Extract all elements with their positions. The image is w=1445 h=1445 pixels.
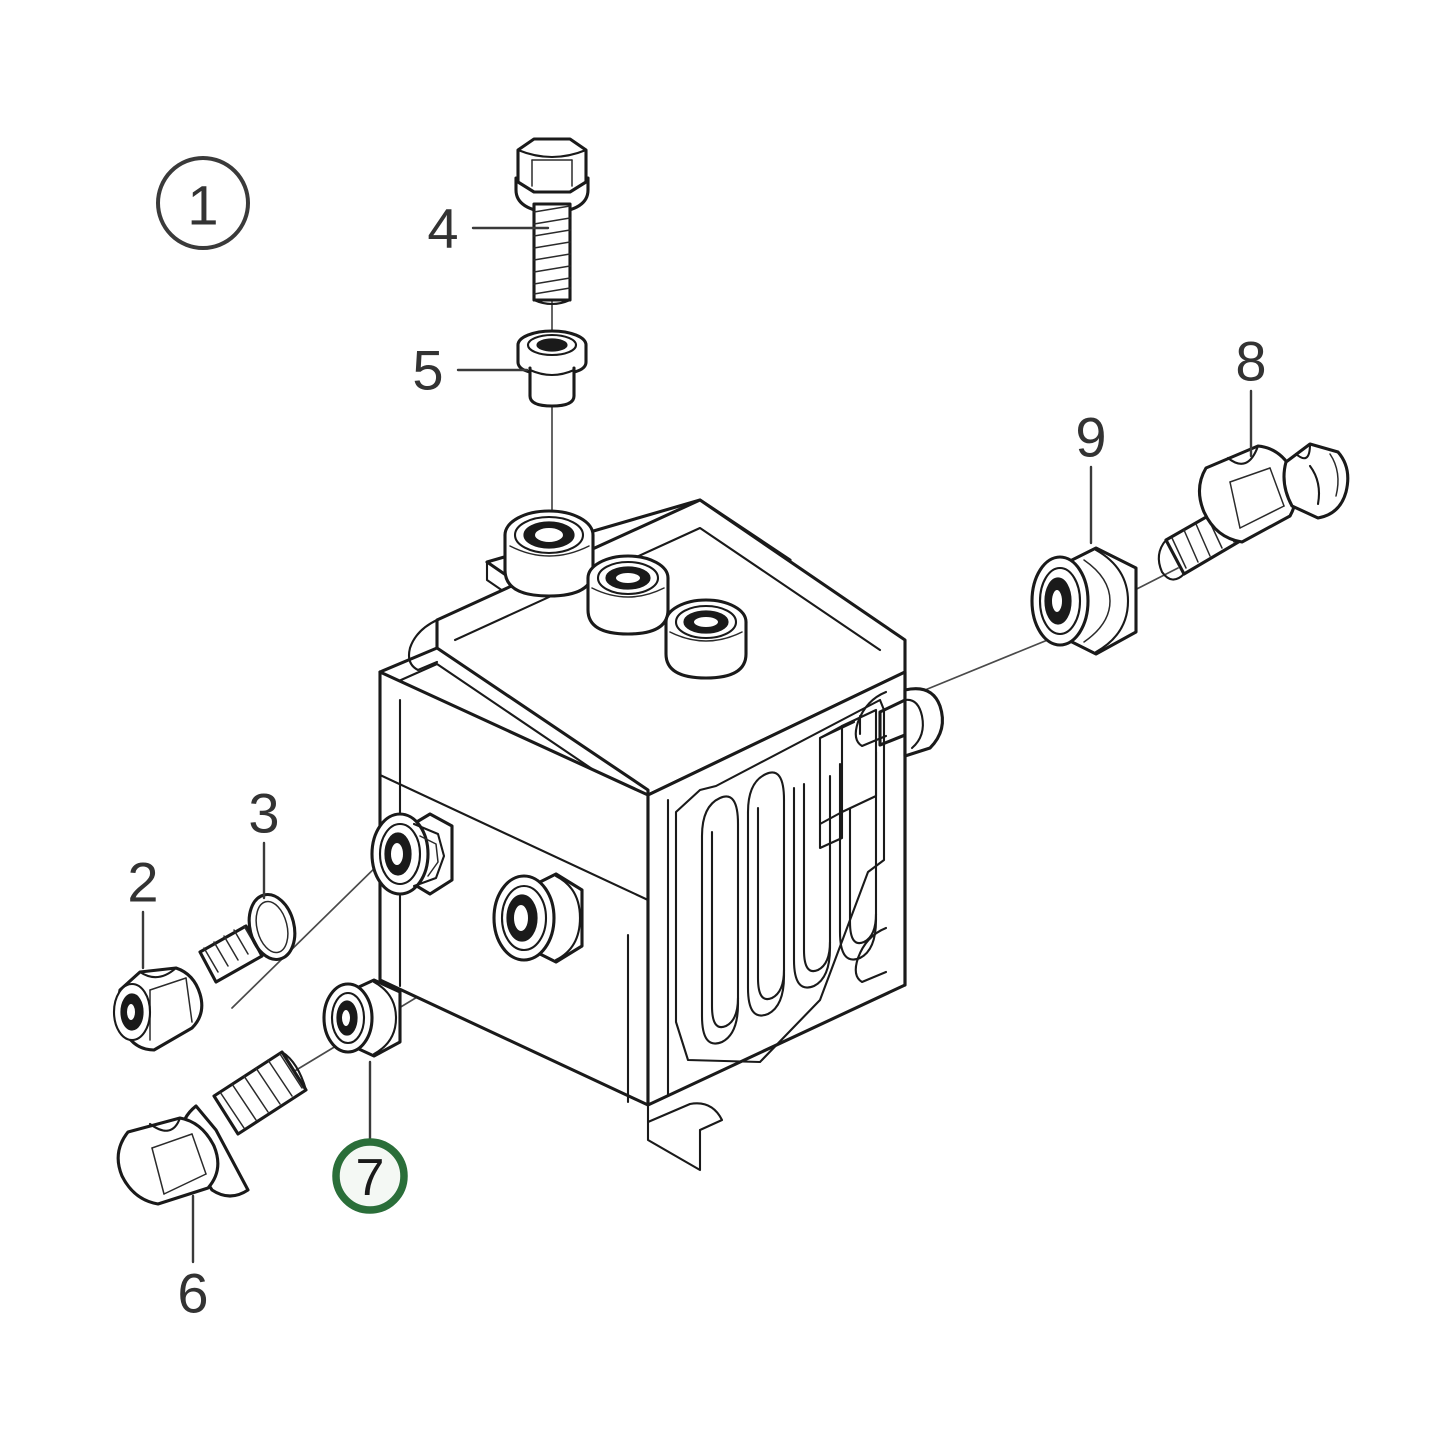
callout-1-circle[interactable] xyxy=(156,156,250,250)
callout-7-circle[interactable] xyxy=(332,1138,408,1214)
callout-8-label: 8 xyxy=(1235,330,1266,393)
callout-4[interactable]: 4 xyxy=(427,197,458,260)
top-bushing-3 xyxy=(664,598,748,680)
part-flanged-spacer-bushing xyxy=(1030,546,1138,656)
callout-6[interactable]: 6 xyxy=(177,1262,208,1325)
callout-3[interactable]: 3 xyxy=(248,782,279,845)
callout-6-label: 6 xyxy=(177,1262,208,1325)
callout-5[interactable]: 5 xyxy=(412,339,443,402)
part-hex-bolt-with-nut xyxy=(1157,442,1350,581)
callout-9[interactable]: 9 xyxy=(1075,406,1106,469)
part-hollow-fitting-nut xyxy=(112,924,264,1052)
callout-7-label: 7 xyxy=(356,1149,385,1207)
cooling-fins xyxy=(700,708,878,1045)
top-bushing-2 xyxy=(586,554,670,636)
part-sleeve-bushing xyxy=(516,329,588,408)
callout-9-label: 9 xyxy=(1075,406,1106,469)
callout-5-label: 5 xyxy=(412,339,443,402)
callout-leaders xyxy=(141,226,1253,1264)
callout-2-label: 2 xyxy=(127,851,158,914)
callout-4-label: 4 xyxy=(427,197,458,260)
front-port-lower xyxy=(492,872,584,964)
part-housing-body xyxy=(370,498,944,1172)
callout-2[interactable]: 2 xyxy=(127,851,158,914)
part-flanged-seal-bushing xyxy=(322,978,402,1058)
callout-7-highlighted[interactable]: 7 xyxy=(332,1138,408,1214)
callout-8[interactable]: 8 xyxy=(1235,330,1266,393)
part-hex-flange-bolt-upper xyxy=(514,137,590,306)
right-side-boss xyxy=(903,687,944,758)
part-hex-flange-bolt-lower xyxy=(116,1050,308,1206)
top-bushing-1 xyxy=(503,509,595,598)
front-port-upper xyxy=(370,812,454,896)
callout-3-label: 3 xyxy=(248,782,279,845)
callout-1[interactable]: 1 xyxy=(156,156,250,250)
callout-1-label: 1 xyxy=(187,174,218,237)
